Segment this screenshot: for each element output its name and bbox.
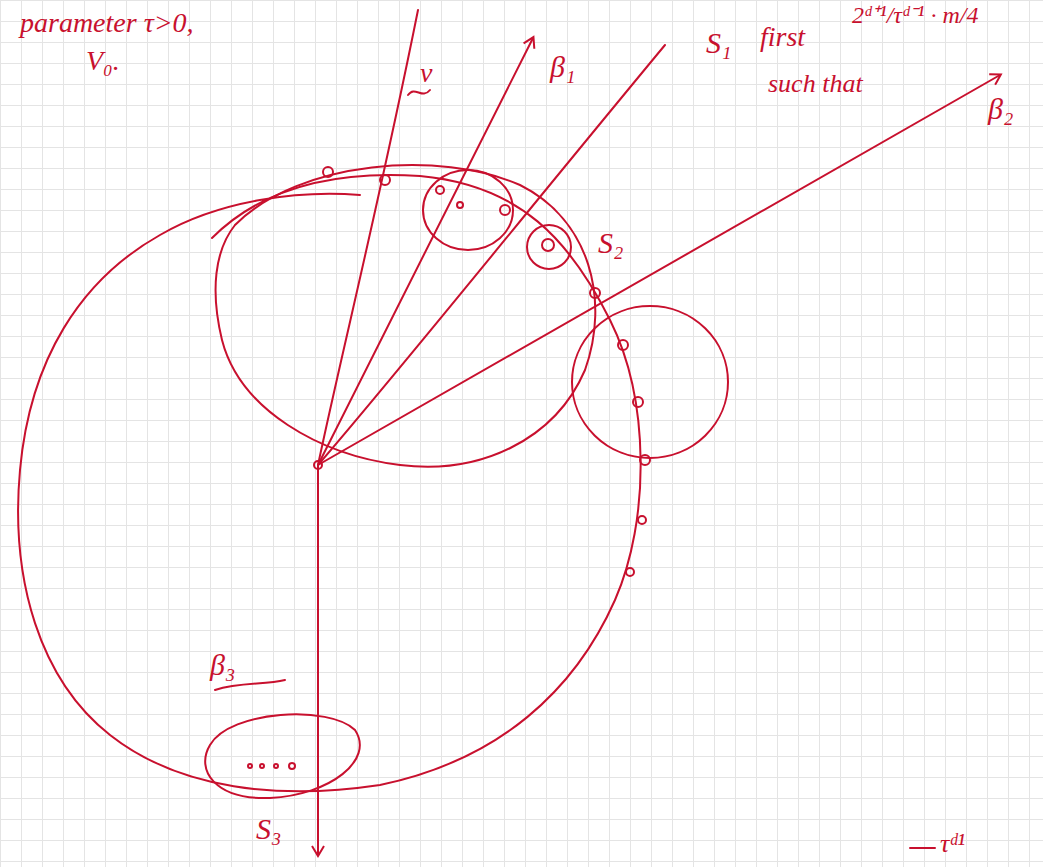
- handwritten-label: such that: [768, 70, 863, 99]
- handwritten-label: β₂: [988, 92, 1013, 125]
- handwritten-label: parameter τ>0,: [20, 8, 194, 39]
- handwritten-label: 2ᵈ⁺¹/τᵈ⁻¹ · m/4: [852, 2, 979, 28]
- handwritten-label: S₂: [598, 226, 623, 259]
- handwritten-label: β₃: [210, 648, 235, 681]
- handwritten-label: τᵈ¹: [940, 830, 965, 859]
- handwritten-label: first: [760, 22, 805, 53]
- handwritten-label: β₁: [550, 50, 575, 83]
- handwritten-label: S₃: [256, 812, 281, 845]
- handwritten-label: S₁: [706, 26, 731, 59]
- handwritten-label: V₀.: [86, 46, 120, 77]
- handwritten-label: v: [420, 58, 432, 89]
